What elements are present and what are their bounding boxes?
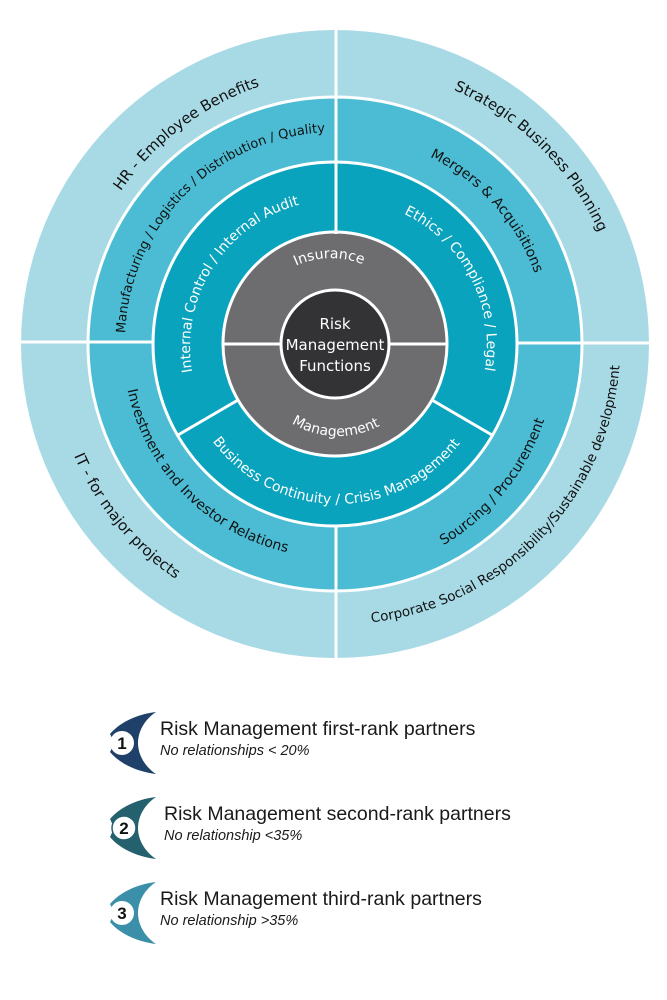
legend-title: Risk Management second-rank partners xyxy=(164,803,511,825)
rank-2-badge-icon: 2 xyxy=(110,797,156,859)
legend-subtitle: No relationship <35% xyxy=(164,828,303,844)
rank-3-badge-icon: 3 xyxy=(110,882,156,944)
legend-item-second-rank: 2 Risk Management second-rank partners N… xyxy=(108,797,568,859)
rank-3-number: 3 xyxy=(117,904,126,923)
rank-1-number: 1 xyxy=(117,734,126,753)
legend-subtitle: No relationship >35% xyxy=(160,913,299,929)
divider-inner-lower-left xyxy=(177,398,239,437)
risk-management-wheel: Risk Management Functions Insurance Mana… xyxy=(21,30,649,658)
rank-1-badge-icon: 1 xyxy=(110,712,156,774)
legend-item-first-rank: 1 Risk Management first-rank partners No… xyxy=(108,712,568,774)
legend-subtitle: No relationships < 20% xyxy=(160,743,310,759)
legend-title: Risk Management first-rank partners xyxy=(160,718,476,740)
center-label-line-2: Management xyxy=(286,336,385,354)
center-circle xyxy=(279,288,391,400)
legend-item-third-rank: 3 Risk Management third-rank partners No… xyxy=(108,882,568,944)
center-label-line-3: Functions xyxy=(299,357,371,375)
center-label-line-1: Risk xyxy=(319,315,350,333)
legend-title: Risk Management third-rank partners xyxy=(160,888,482,910)
gray-segment-insurance: Insurance xyxy=(291,246,367,269)
divider-inner-lower-right xyxy=(431,398,493,437)
rank-2-number: 2 xyxy=(119,819,128,838)
